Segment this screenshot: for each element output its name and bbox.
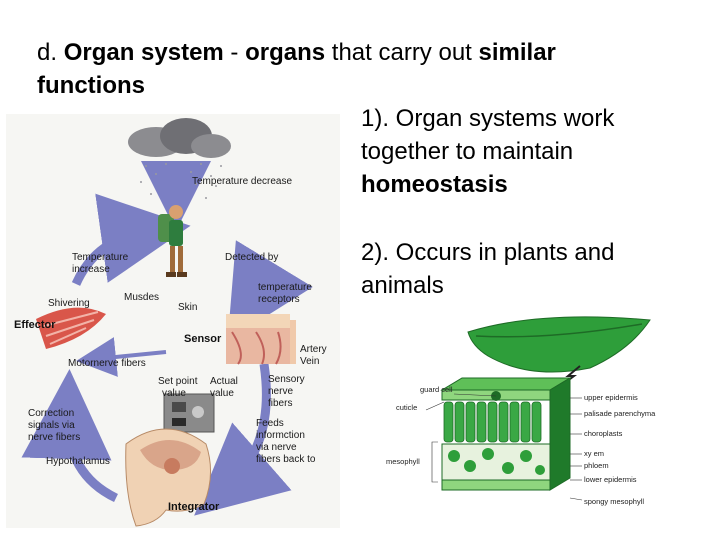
label-correction-2: signals via — [28, 420, 75, 431]
label-lower-epidermis: lower epidermis — [584, 475, 637, 484]
label-detected-by: Detected by — [225, 252, 278, 263]
leaf-figure: guard cell cuticle mesophyll upper epide… — [386, 316, 656, 506]
label-temperature-receptors-2: receptors — [258, 294, 300, 305]
label-feeds-2: informction — [256, 430, 305, 441]
label-sensory-2: nerve — [268, 386, 293, 397]
label-feeds-1: Feeds — [256, 418, 284, 429]
bullet-point-1: 1). Organ systems work together to maint… — [361, 102, 691, 201]
label-sensory-3: fibers — [268, 398, 292, 409]
brain-head-icon — [125, 428, 211, 527]
label-upper-epidermis: upper epidermis — [584, 393, 638, 402]
label-shivering: Shivering — [48, 298, 90, 309]
cycle-arrow-left — [71, 193, 191, 286]
thermostat-icon — [163, 393, 215, 433]
cycle-arrow-bottom-left — [21, 369, 119, 503]
label-sensory-1: Sensory — [268, 374, 305, 385]
muscle-icon — [36, 307, 106, 349]
label-xylem: xy em — [584, 449, 604, 458]
label-vein: Vein — [300, 356, 319, 367]
label-correction-3: nerve fibers — [28, 432, 80, 443]
cycle-arrow-right — [227, 240, 313, 341]
label-temperature-receptors-1: temperature — [258, 282, 312, 293]
label-effector: Effector — [14, 319, 56, 331]
label-phloem: phloem — [584, 461, 609, 470]
leaf-icon — [467, 316, 651, 373]
label-palisade: palisade parenchyma — [584, 409, 656, 418]
label-mesophyll: mesophyll — [386, 457, 420, 466]
label-sensor: Sensor — [184, 333, 222, 345]
label-temperature-increase-1: Temperature — [72, 252, 129, 263]
label-skin: Skin — [178, 302, 197, 313]
slide-heading: d. Organ system - organs that carry out … — [37, 36, 697, 102]
label-actual-1: Actual — [210, 376, 238, 387]
rain-cloud-icon — [128, 118, 231, 199]
label-cuticle: cuticle — [396, 403, 417, 412]
heading-dash: - — [223, 39, 246, 66]
hiker-icon — [158, 205, 187, 277]
point2-text: 2). Occurs in plants and animals — [361, 239, 615, 299]
bullet-point-2: 2). Occurs in plants and animals — [361, 236, 691, 302]
heading-organs: organs — [245, 39, 326, 66]
heading-middle: that carry out — [325, 39, 479, 66]
cycle-arrow-bottom-right — [194, 363, 292, 516]
homeostasis-figure: Temperature decrease Detected by tempera… — [6, 114, 340, 528]
label-feeds-4: fibers back to — [256, 454, 316, 465]
heading-similar: similar — [478, 39, 556, 66]
label-set-point-2: value — [162, 388, 186, 399]
point1-bold: homeostasis — [361, 171, 508, 198]
label-feeds-3: via nerve — [256, 442, 297, 453]
label-hypothalamus: Hypothalamus — [46, 456, 110, 467]
label-spongy: spongy mesophyll — [584, 497, 644, 506]
label-guard-cell: guard cell — [420, 385, 453, 394]
label-integrator: Integrator — [168, 501, 220, 513]
label-temperature-increase-2: increase — [72, 264, 110, 275]
point1-text: 1). Organ systems work together to maint… — [361, 105, 615, 165]
label-chloroplasts: choroplasts — [584, 429, 623, 438]
label-motornerve: Motornerve fibers — [68, 358, 146, 369]
label-actual-2: value — [210, 388, 234, 399]
skin-section-icon — [226, 314, 296, 365]
motor-arrow — [76, 337, 167, 377]
label-muscles: Musdes — [124, 292, 159, 303]
heading-term: Organ system — [63, 39, 224, 66]
label-correction-1: Correction — [28, 408, 74, 419]
label-artery: Artery — [300, 344, 327, 355]
heading-prefix: d. — [37, 39, 64, 66]
heading-functions: functions — [37, 72, 145, 99]
leaf-cross-section — [440, 377, 572, 491]
label-temperature-decrease: Temperature decrease — [192, 176, 292, 187]
label-set-point-1: Set point — [158, 376, 198, 387]
